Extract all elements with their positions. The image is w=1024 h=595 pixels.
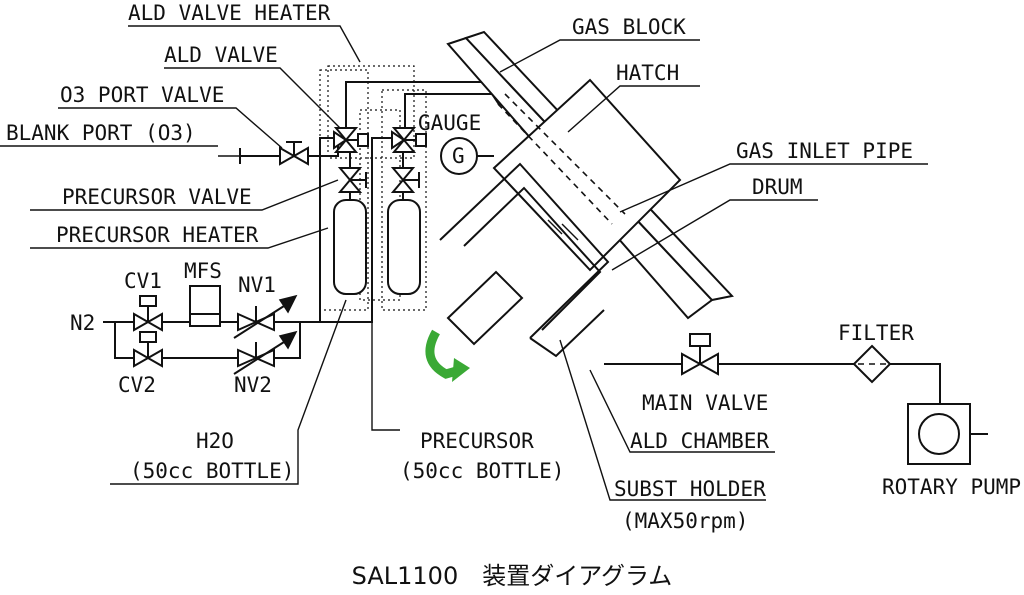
label-nv2: NV2 <box>234 373 272 397</box>
nv1-valve <box>233 294 298 339</box>
label-gauge: GAUGE <box>418 111 481 135</box>
pressure-gauge <box>440 137 494 175</box>
leader-lines <box>0 25 928 501</box>
precursor-bottle <box>387 199 421 295</box>
label-ald-valve: ALD VALVE <box>164 43 278 67</box>
label-filter: FILTER <box>838 321 914 345</box>
main-valve <box>681 333 719 376</box>
label-precursor: PRECURSOR <box>420 429 534 453</box>
label-blank-port: BLANK PORT (O3) <box>6 121 196 145</box>
label-h2o: H2O <box>196 429 234 453</box>
label-gas-inlet-pipe: GAS INLET PIPE <box>736 139 913 163</box>
cv1-valve <box>133 295 163 332</box>
nv2-valve <box>233 330 298 375</box>
label-ald-chamber: ALD CHAMBER <box>630 429 769 453</box>
ald-valve-right <box>391 127 427 153</box>
label-subst-holder: SUBST HOLDER <box>614 477 766 501</box>
h2o-bottle <box>333 199 367 295</box>
precursor-valve-left <box>337 167 367 193</box>
label-subst-holder-speed: (MAX50rpm) <box>622 509 748 533</box>
label-hatch: HATCH <box>616 61 679 85</box>
label-cv1: CV1 <box>124 269 162 293</box>
drum <box>439 162 610 339</box>
diagram-caption: SAL1100 装置ダイアグラム <box>352 562 673 590</box>
rotation-arrowhead-icon <box>452 358 470 382</box>
mfs-box <box>189 285 221 327</box>
label-mfs: MFS <box>184 259 222 283</box>
gauge-symbol: G <box>452 144 465 168</box>
filter <box>852 344 892 384</box>
ald-valve-left <box>333 127 369 153</box>
label-o3-port-valve: O3 PORT VALVE <box>60 83 224 107</box>
precursor-valve-right <box>390 167 420 193</box>
label-precursor-valve: PRECURSOR VALVE <box>62 185 252 209</box>
o3-port-valve <box>279 141 309 166</box>
subst-holder-shaft <box>446 270 524 346</box>
label-precursor-bottle: (50cc BOTTLE) <box>400 459 564 483</box>
cv2-valve <box>133 331 163 368</box>
label-nv1: NV1 <box>238 273 276 297</box>
label-main-valve: MAIN VALVE <box>642 391 768 415</box>
label-cv2: CV2 <box>118 373 156 397</box>
label-n2: N2 <box>70 311 95 335</box>
rotation-arrow-icon <box>425 329 462 379</box>
label-gas-block: GAS BLOCK <box>572 15 686 39</box>
label-h2o-bottle: (50cc BOTTLE) <box>130 459 294 483</box>
label-ald-valve-heater: ALD VALVE HEATER <box>128 1 331 25</box>
rotary-pump <box>907 403 988 465</box>
label-rotary-pump: ROTARY PUMP <box>882 475 1021 499</box>
label-precursor-heater: PRECURSOR HEATER <box>56 223 259 247</box>
label-drum: DRUM <box>752 175 803 199</box>
ald-chamber-assembly <box>439 30 734 358</box>
